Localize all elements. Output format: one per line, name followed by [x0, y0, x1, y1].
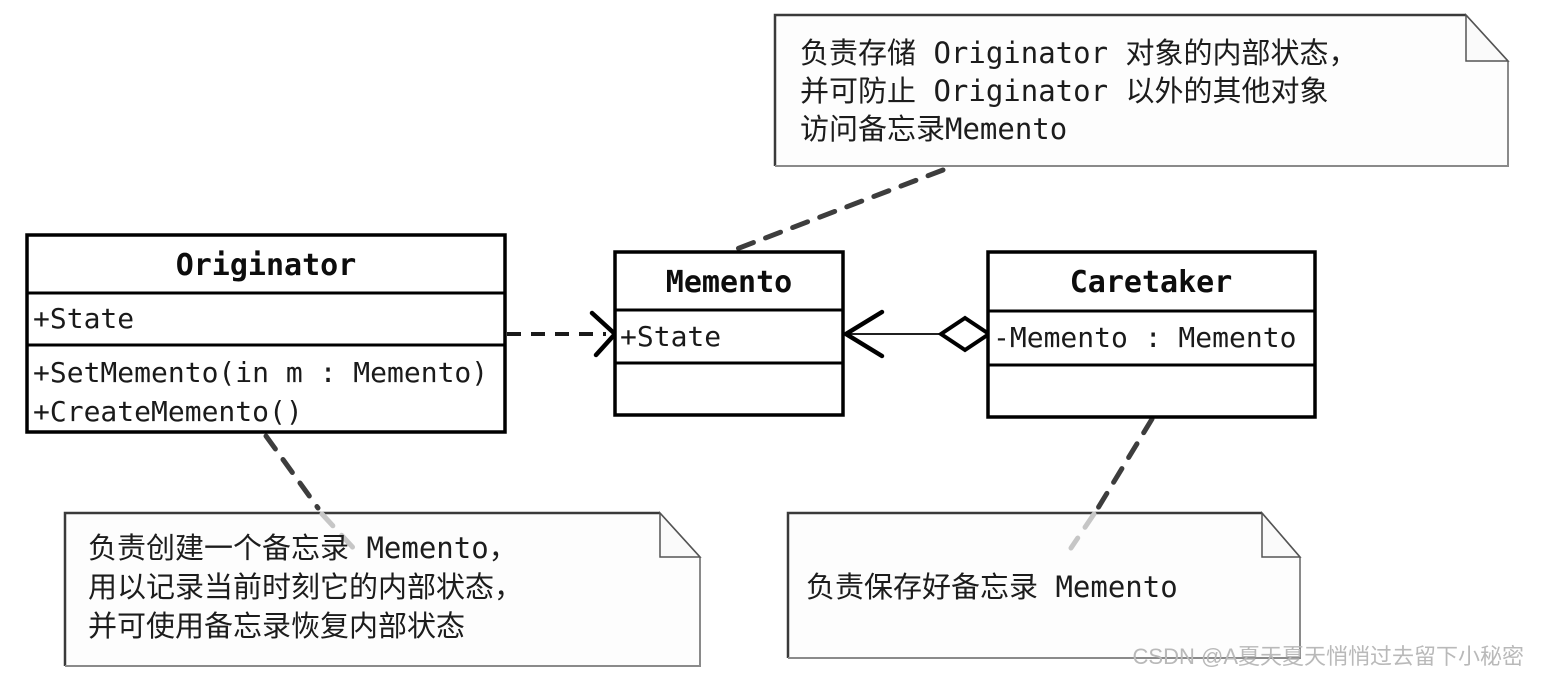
class-memento: Memento +State [613, 250, 845, 417]
aggregation-caretaker-memento [841, 309, 993, 359]
class-originator: Originator +State +SetMemento(in m : Mem… [25, 233, 507, 434]
class-originator-name: Originator [176, 248, 357, 283]
note-originator-line1: 负责创建一个备忘录 Memento， [88, 531, 518, 565]
csdn-watermark: CSDN @A夏天夏天悄悄过去留下小秘密 [1133, 644, 1524, 669]
note-originator-line3: 并可使用备忘录恢复内部状态 [88, 609, 465, 643]
note-memento-line2: 并可防止 Originator 以外的其他对象 [800, 74, 1329, 108]
note-memento-line3: 访问备忘录Memento [800, 112, 1067, 146]
note-originator: 负责创建一个备忘录 Memento， 用以记录当前时刻它的内部状态， 并可使用备… [63, 511, 702, 667]
anchor-continuation [1068, 511, 1097, 551]
note-anchor-originator [263, 433, 321, 511]
class-originator-method: +SetMemento(in m : Memento) [33, 356, 488, 389]
class-originator-method: +CreateMemento() [33, 395, 303, 428]
note-memento-line1: 负责存储 Originator 对象的内部状态， [800, 36, 1358, 70]
class-memento-name: Memento [666, 265, 792, 300]
note-anchor-memento [731, 167, 946, 253]
anchor-continuation [319, 511, 361, 556]
aggregation-diamond [937, 315, 993, 353]
dependency-originator-memento [507, 310, 619, 358]
note-originator-line2: 用以记录当前时刻它的内部状态， [88, 570, 523, 604]
note-caretaker: 负责保存好备忘录 Memento [786, 510, 1302, 659]
class-originator-attribute: +State [33, 302, 134, 335]
class-caretaker-attribute: -Memento : Memento [993, 321, 1296, 354]
class-caretaker: Caretaker -Memento : Memento [986, 250, 1317, 419]
class-memento-attribute: +State [620, 320, 721, 353]
note-caretaker-line1: 负责保存好备忘录 Memento [806, 570, 1178, 604]
class-caretaker-name: Caretaker [1070, 265, 1233, 300]
open-arrowhead [841, 309, 885, 359]
note-anchor-caretaker [1095, 416, 1155, 511]
note-memento: 负责存储 Originator 对象的内部状态， 并可防止 Originator… [773, 13, 1510, 167]
